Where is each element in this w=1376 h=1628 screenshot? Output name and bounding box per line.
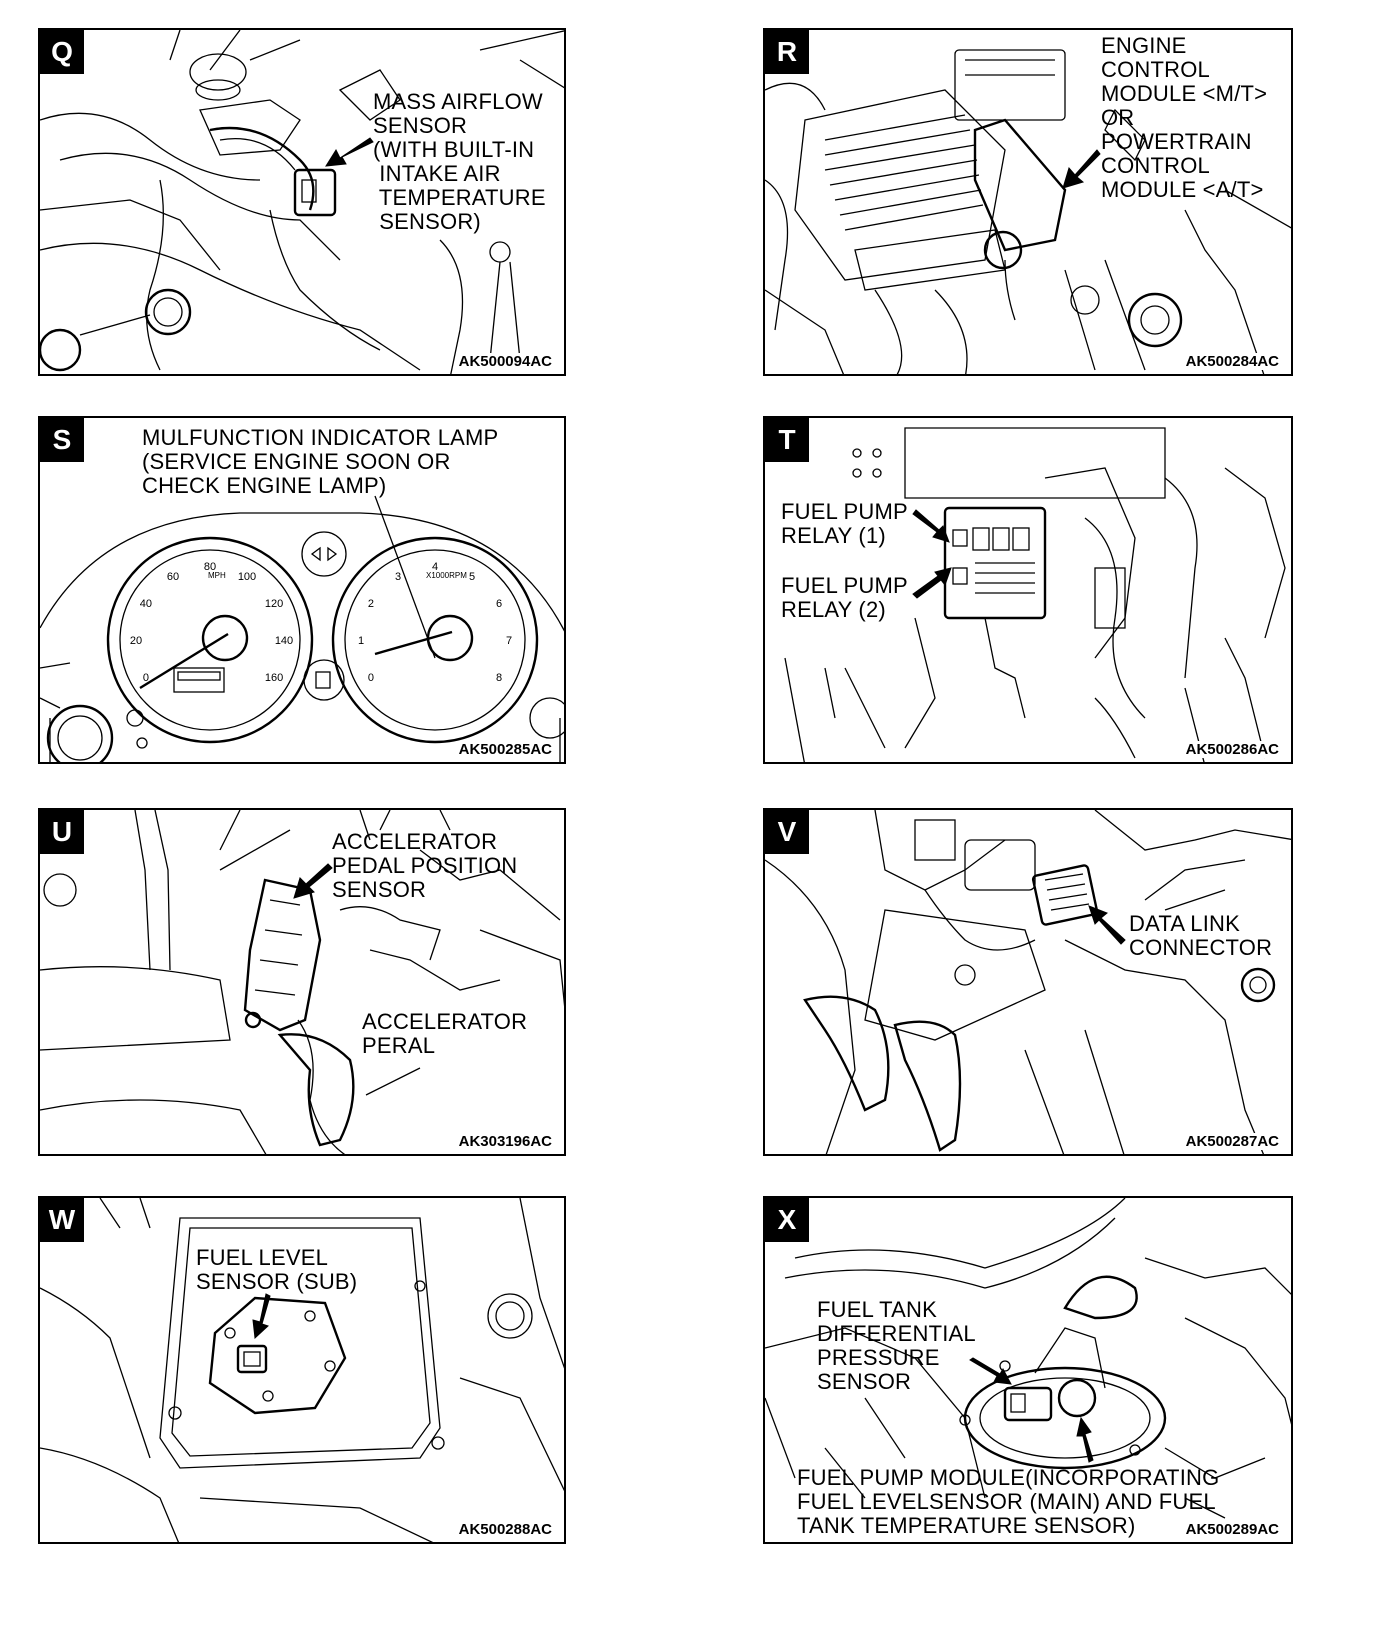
tachometer-tick-label: 7 [506, 635, 512, 647]
speedometer-tick-label: 40 [140, 598, 152, 610]
panel-x: X FUEL TANK DIFFERENTIAL PRESSURE SENSOR… [763, 1196, 1293, 1544]
engine-bay-illustration [40, 30, 564, 374]
panel-letter: V [765, 810, 809, 854]
tachometer-tick-label: 2 [368, 598, 374, 610]
accelerator-pedal-illustration [40, 810, 564, 1154]
callout-malfunction-indicator-lamp: MULFUNCTION INDICATOR LAMP (SERVICE ENGI… [142, 425, 499, 498]
relay-box-illustration [784, 427, 1286, 762]
gauge-tick-labels: MPH X1000RPM 0 20 40 60 80 100 120 140 160 0 1 2 3 4… [130, 561, 512, 684]
figure-code: AK500287AC [1183, 1133, 1281, 1150]
panel-w: W FUEL LEVEL SENSOR (SUB) AK500288AC [38, 1196, 566, 1544]
panel-q: Q MASS AIRFLOW SENSOR (WITH BUILT-IN INT… [38, 28, 566, 376]
panel-v: V DATA LINK CONNECTOR AK500287AC [763, 808, 1293, 1156]
callout-accelerator-pedal-position-sensor: ACCELERATOR PEDAL POSITION SENSOR [332, 829, 518, 902]
data-link-connector-illustration [765, 810, 1291, 1154]
callout-accelerator-pedal: ACCELERATOR PERAL [362, 1009, 528, 1058]
speedometer-unit-label: MPH [208, 571, 226, 580]
panel-letter: Q [40, 30, 84, 74]
panel-letter: W [40, 1198, 84, 1242]
figure-code: AK500285AC [456, 741, 554, 758]
instrument-cluster-illustration [40, 495, 564, 762]
callout-fuel-pump-module: FUEL PUMP MODULE(INCORPORATING FUEL LEVE… [797, 1465, 1220, 1538]
panel-letter: T [765, 418, 809, 462]
tachometer-tick-label: 8 [496, 672, 502, 684]
figure-code: AK500284AC [1183, 353, 1281, 370]
speedometer-tick-label: 120 [265, 598, 283, 610]
tachometer-tick-label: 3 [395, 571, 401, 583]
speedometer-tick-label: 140 [275, 635, 293, 647]
tachometer-unit-label: X1000RPM [426, 571, 467, 580]
callout-fuel-level-sensor-sub: FUEL LEVEL SENSOR (SUB) [196, 1245, 358, 1294]
figure-code: AK500094AC [456, 353, 554, 370]
panel-u: U ACCELERATOR PEDAL POSITION SENSOR ACCE… [38, 808, 566, 1156]
panel-r: R ENGINE CONTROL MODULE <M/T> OR POWERTR… [763, 28, 1293, 376]
callout-engine-control-module: ENGINE CONTROL MODULE <M/T> OR POWERTRAI… [1101, 33, 1268, 202]
speedometer-tick-label: 20 [130, 635, 142, 647]
tachometer-tick-label: 5 [469, 571, 475, 583]
panel-letter: R [765, 30, 809, 74]
callout-fuel-pump-relay-2: FUEL PUMP RELAY (2) [781, 573, 908, 622]
figure-code: AK500289AC [1183, 1521, 1281, 1538]
speedometer-tick-label: 100 [238, 571, 256, 583]
panel-letter: X [765, 1198, 809, 1242]
speedometer-tick-label: 80 [204, 561, 216, 573]
figure-code: AK303196AC [456, 1133, 554, 1150]
speedometer-tick-label: 60 [167, 571, 179, 583]
callout-fuel-tank-differential-pressure-sensor: FUEL TANK DIFFERENTIAL PRESSURE SENSOR [817, 1297, 976, 1394]
fuel-pump-module-illustration [765, 1198, 1291, 1519]
panel-letter: S [40, 418, 84, 462]
tachometer-tick-label: 6 [496, 598, 502, 610]
fuel-tank-illustration [40, 1198, 564, 1542]
speedometer-tick-label: 160 [265, 672, 283, 684]
panel-s: S MPH X1000RPM 0 20 40 60 80 100 120 140 160 0 1 2… [38, 416, 566, 764]
callout-fuel-pump-relay-1: FUEL PUMP RELAY (1) [781, 499, 908, 548]
figure-code: AK500286AC [1183, 741, 1281, 758]
callout-mass-airflow-sensor: MASS AIRFLOW SENSOR (WITH BUILT-IN INTAK… [373, 89, 546, 234]
speedometer-tick-label: 0 [143, 672, 149, 684]
panel-letter: U [40, 810, 84, 854]
engine-control-module-illustration [765, 49, 1291, 374]
callout-data-link-connector: DATA LINK CONNECTOR [1129, 911, 1273, 960]
panel-t: T FUEL PUMP RELAY (1) FUEL PUMP RELAY (2… [763, 416, 1293, 764]
figure-code: AK500288AC [456, 1521, 554, 1538]
tachometer-tick-label: 4 [432, 561, 438, 573]
tachometer-tick-label: 1 [358, 635, 364, 647]
tachometer-tick-label: 0 [368, 672, 374, 684]
